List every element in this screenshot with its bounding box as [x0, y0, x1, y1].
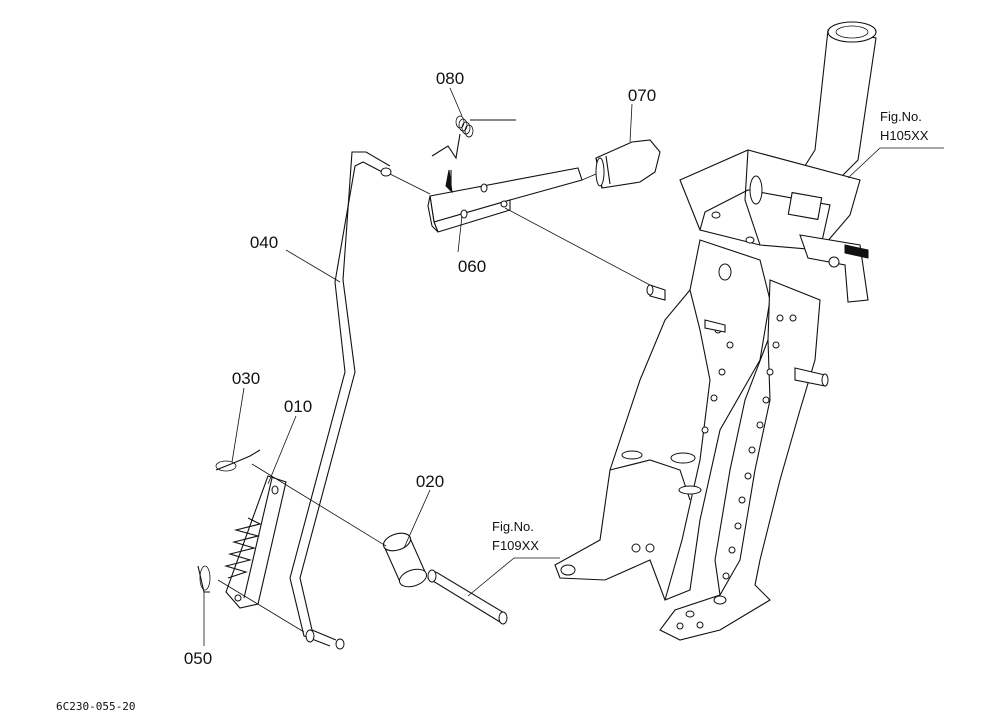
label-080: 080: [436, 69, 464, 88]
grip-070: [595, 139, 661, 189]
assembly-lines: [217, 173, 651, 633]
ref-top-right-line1: Fig.No.: [880, 109, 922, 124]
frame-assembly: [554, 21, 877, 641]
rod-040: [289, 151, 392, 650]
drawing-code: 6C230-055-20: [56, 700, 135, 713]
label-040: 040: [250, 233, 278, 252]
label-010: 010: [284, 397, 312, 416]
bracket-060: [427, 167, 583, 233]
ref-top-right-line2: H105XX: [880, 128, 929, 143]
shaft: [427, 569, 508, 625]
clip-030: [215, 449, 261, 472]
leader-lines: [203, 87, 944, 646]
plate-010: [223, 475, 287, 609]
label-020: 020: [416, 472, 444, 491]
label-060: 060: [458, 257, 486, 276]
ref-bottom-line1: Fig.No.: [492, 519, 534, 534]
label-030: 030: [232, 369, 260, 388]
ref-bottom-line2: F109XX: [492, 538, 539, 553]
label-070: 070: [628, 86, 656, 105]
bushing-020: [382, 532, 428, 588]
spring-080: [431, 115, 516, 160]
label-050: 050: [184, 649, 212, 668]
clip-050: [197, 565, 211, 593]
